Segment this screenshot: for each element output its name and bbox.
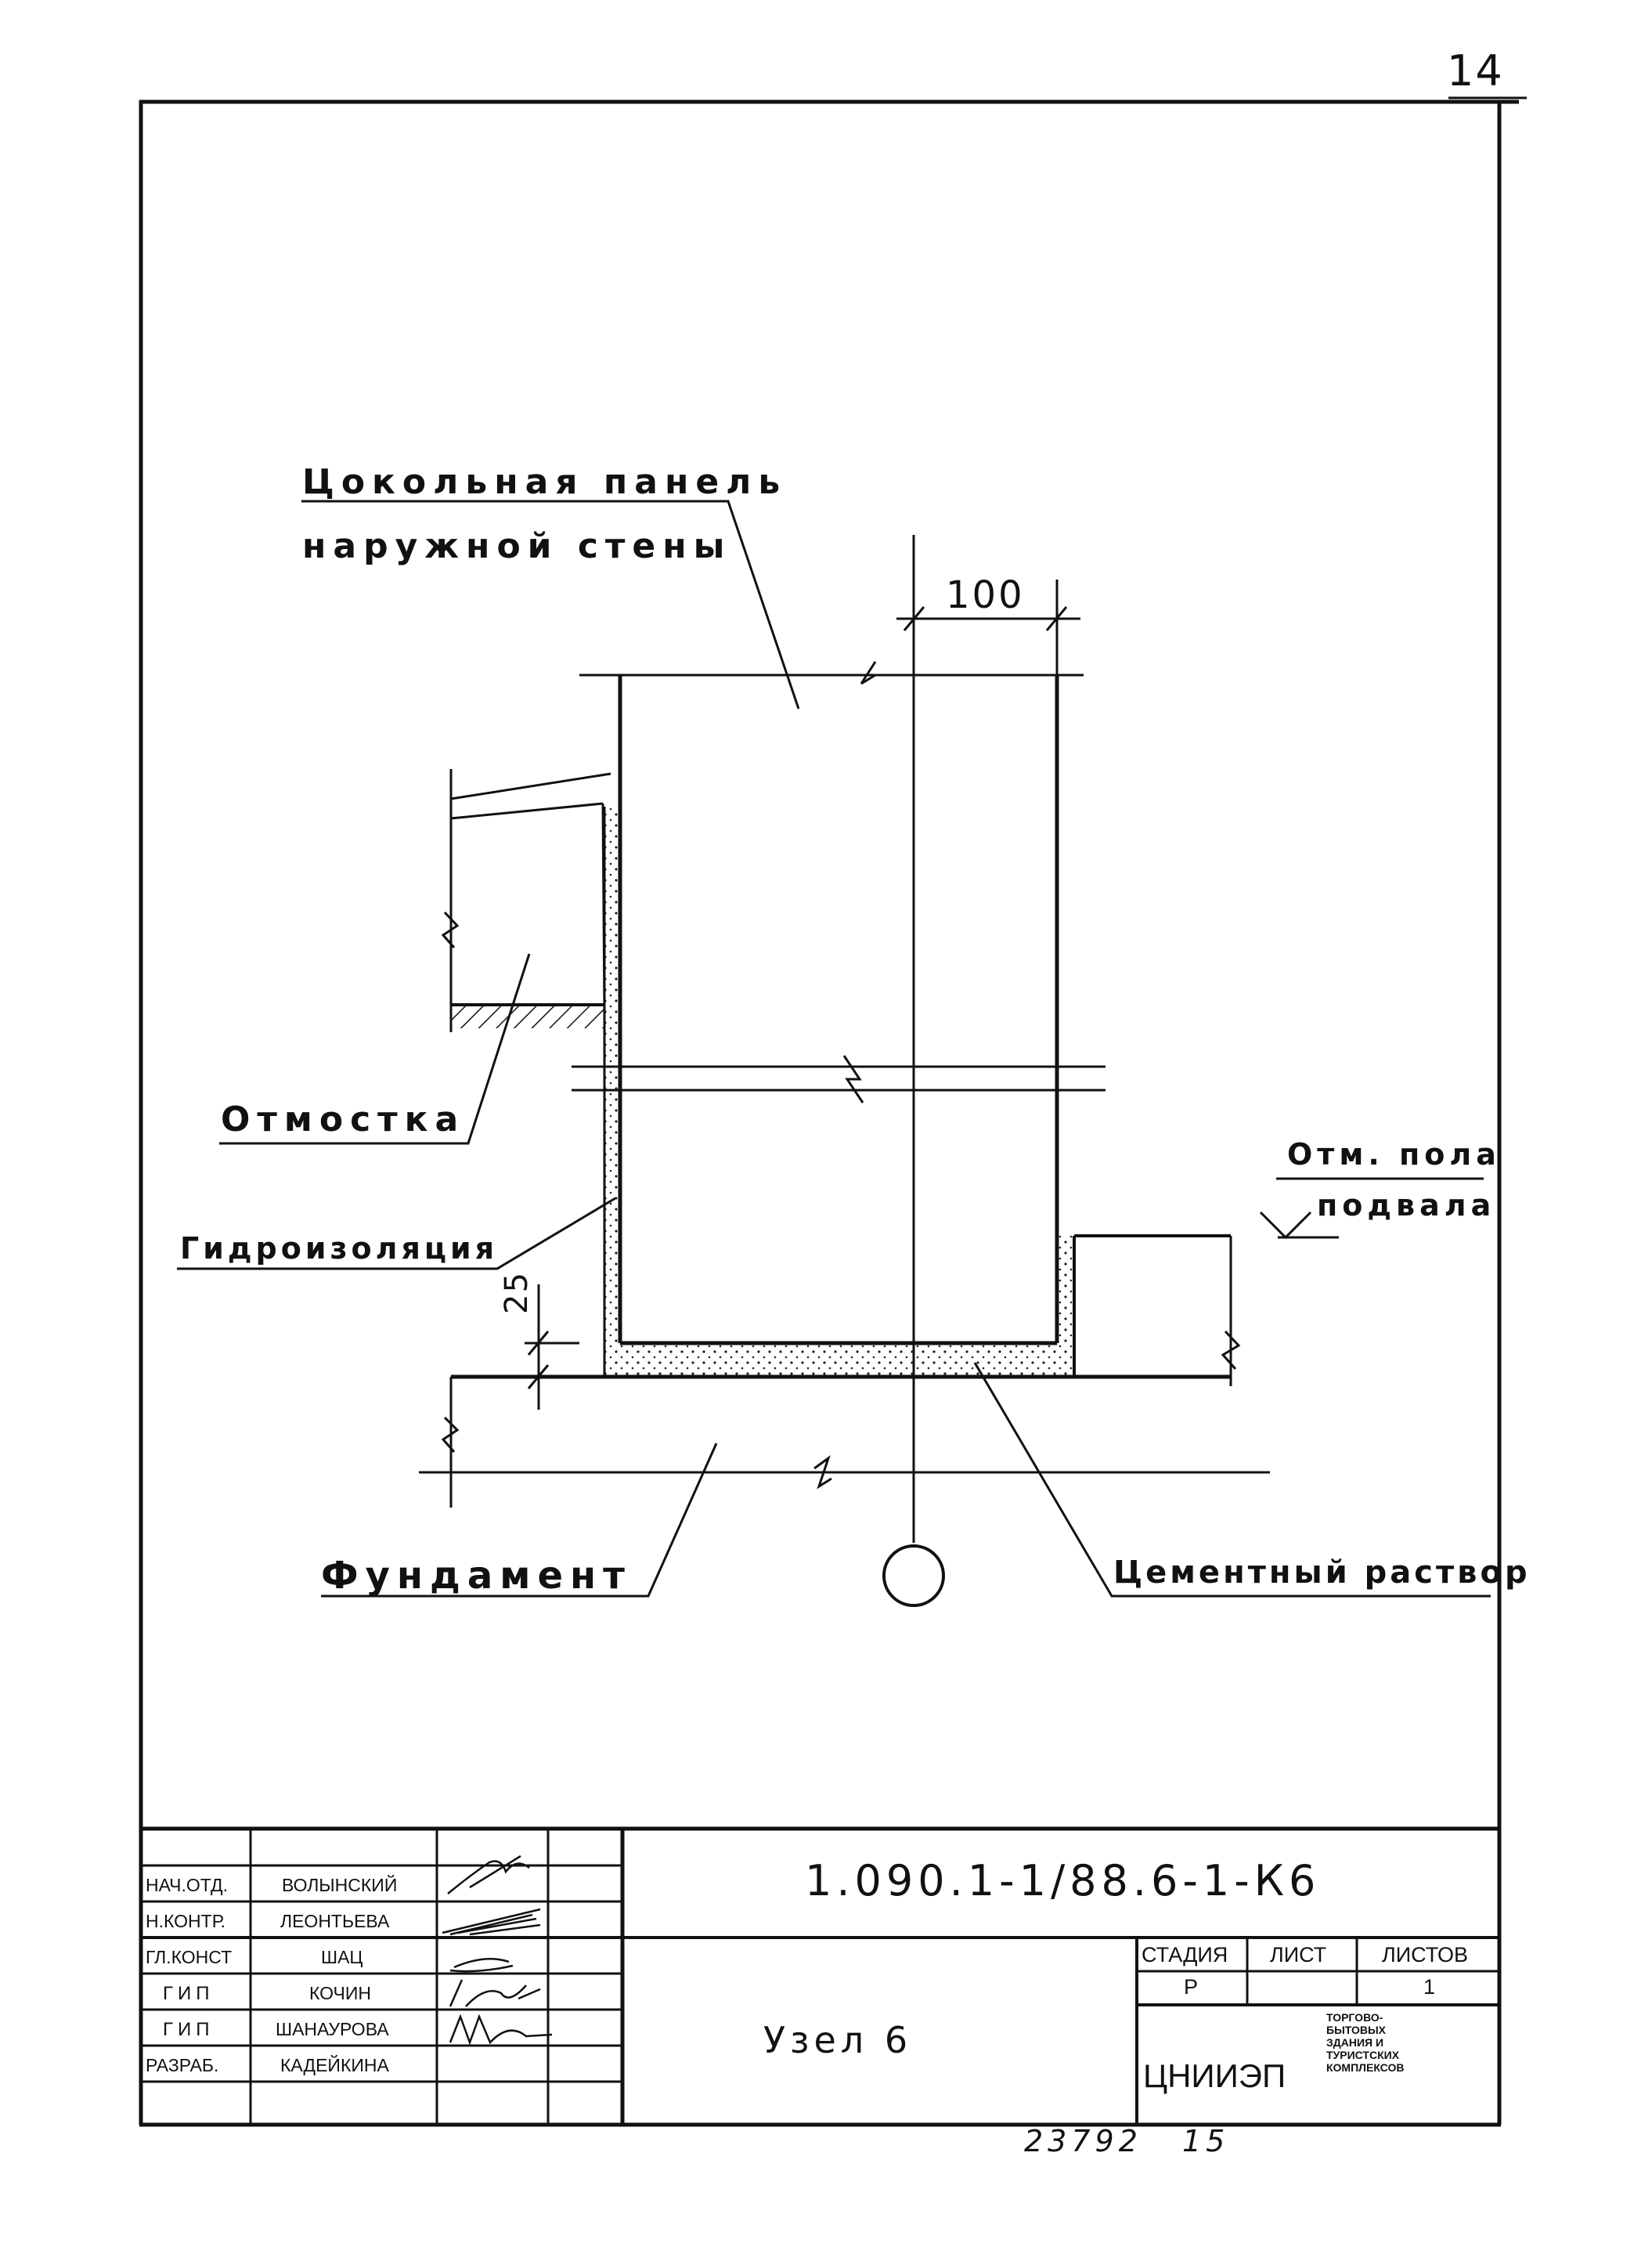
stage-header: СТАДИЯ <box>1142 1943 1228 1966</box>
name-2: ШАЦ <box>321 1947 363 1967</box>
leader-lines <box>177 500 1491 1598</box>
cement-mortar-bed <box>603 807 1076 1378</box>
role-1: Н.КОНТР. <box>146 1911 226 1931</box>
sheet-header: ЛИСТ <box>1270 1943 1327 1966</box>
foundation <box>419 1374 1270 1508</box>
break-line-top <box>860 661 877 684</box>
role-5: РАЗРАБ. <box>146 2055 219 2075</box>
break-line-top <box>860 674 876 685</box>
leader-otmostka <box>219 953 531 1145</box>
label-panel-line1: Цокольная панель <box>302 462 788 502</box>
document-code: 1.090.1-1/88.6-1-К6 <box>805 1856 1321 1905</box>
series-note: ТОРГОВО- БЫТОВЫХ ЗДАНИЯ И ТУРИСТСКИХ КОМ… <box>1326 2011 1404 2074</box>
axis-marker-circle <box>882 1544 945 1607</box>
dimension-100-lines <box>896 580 1080 675</box>
otmostka-element <box>441 769 611 1032</box>
series-note-line: ТУРИСТСКИХ <box>1326 2049 1400 2061</box>
floor-level-marker <box>1259 1177 1484 1240</box>
signature-marks <box>442 1855 553 2046</box>
leader-hydro <box>177 1197 616 1270</box>
name-1: ЛЕОНТЬЕВА <box>280 1911 390 1931</box>
label-cement: Цементный раствор <box>1113 1555 1531 1591</box>
sheet-frame <box>139 99 1519 2127</box>
break-zigzag-mid <box>842 1055 864 1103</box>
name-4: ШАНАУРОВА <box>276 2019 389 2039</box>
dimension-100-label: 100 <box>946 573 1025 617</box>
series-note-line: КОМПЛЕКСОВ <box>1326 2061 1405 2074</box>
stage-value: Р <box>1184 1975 1199 1999</box>
axis-line <box>882 535 945 1607</box>
sheet-title: Узел 6 <box>763 2019 913 2061</box>
leader-cement <box>973 1362 1491 1598</box>
title-block-grid <box>141 1826 1499 2125</box>
dimension-25-label: 25 <box>499 1271 535 1314</box>
series-note-line: ТОРГОВО- <box>1326 2011 1383 2024</box>
role-3: ГИП <box>163 1983 215 2004</box>
leader-panel <box>301 500 800 710</box>
label-otmostka: Отмостка <box>221 1100 466 1139</box>
sheets-header: ЛИСТОВ <box>1382 1943 1469 1966</box>
role-4: ГИП <box>163 2019 215 2040</box>
name-5: КАДЕЙКИНА <box>280 2055 389 2075</box>
dimension-25-lines <box>525 1284 579 1410</box>
label-fundament: Фундамент <box>321 1554 632 1598</box>
organization-name: ЦНИИЭП <box>1143 2057 1286 2094</box>
label-panel-line2: наружной стены <box>302 526 732 566</box>
role-0: НАЧ.ОТД. <box>146 1875 229 1895</box>
sheet-corner-number: 14 <box>1447 46 1504 96</box>
page-number: 15 <box>1182 2124 1230 2158</box>
label-floor-line1: Отм. пола <box>1287 1137 1501 1172</box>
basement-floor-slab <box>1073 1234 1241 1386</box>
sheets-value: 1 <box>1423 1975 1436 1999</box>
break-zigzag-foundation <box>813 1455 832 1490</box>
series-note-line: БЫТОВЫХ <box>1326 2024 1387 2036</box>
wall-panel <box>572 661 1106 1345</box>
series-note-line: ЗДАНИЯ И <box>1326 2036 1384 2049</box>
label-hydro: Гидроизоляция <box>180 1231 499 1266</box>
inventory-number: 23792 <box>1024 2124 1142 2158</box>
leader-fundament <box>321 1443 718 1598</box>
name-3: КОЧИН <box>309 1983 371 2003</box>
name-0: ВОЛЫНСКИЙ <box>282 1875 398 1895</box>
role-2: ГЛ.КОНСТ <box>146 1947 233 1967</box>
label-floor-line2: подвала <box>1317 1188 1496 1223</box>
